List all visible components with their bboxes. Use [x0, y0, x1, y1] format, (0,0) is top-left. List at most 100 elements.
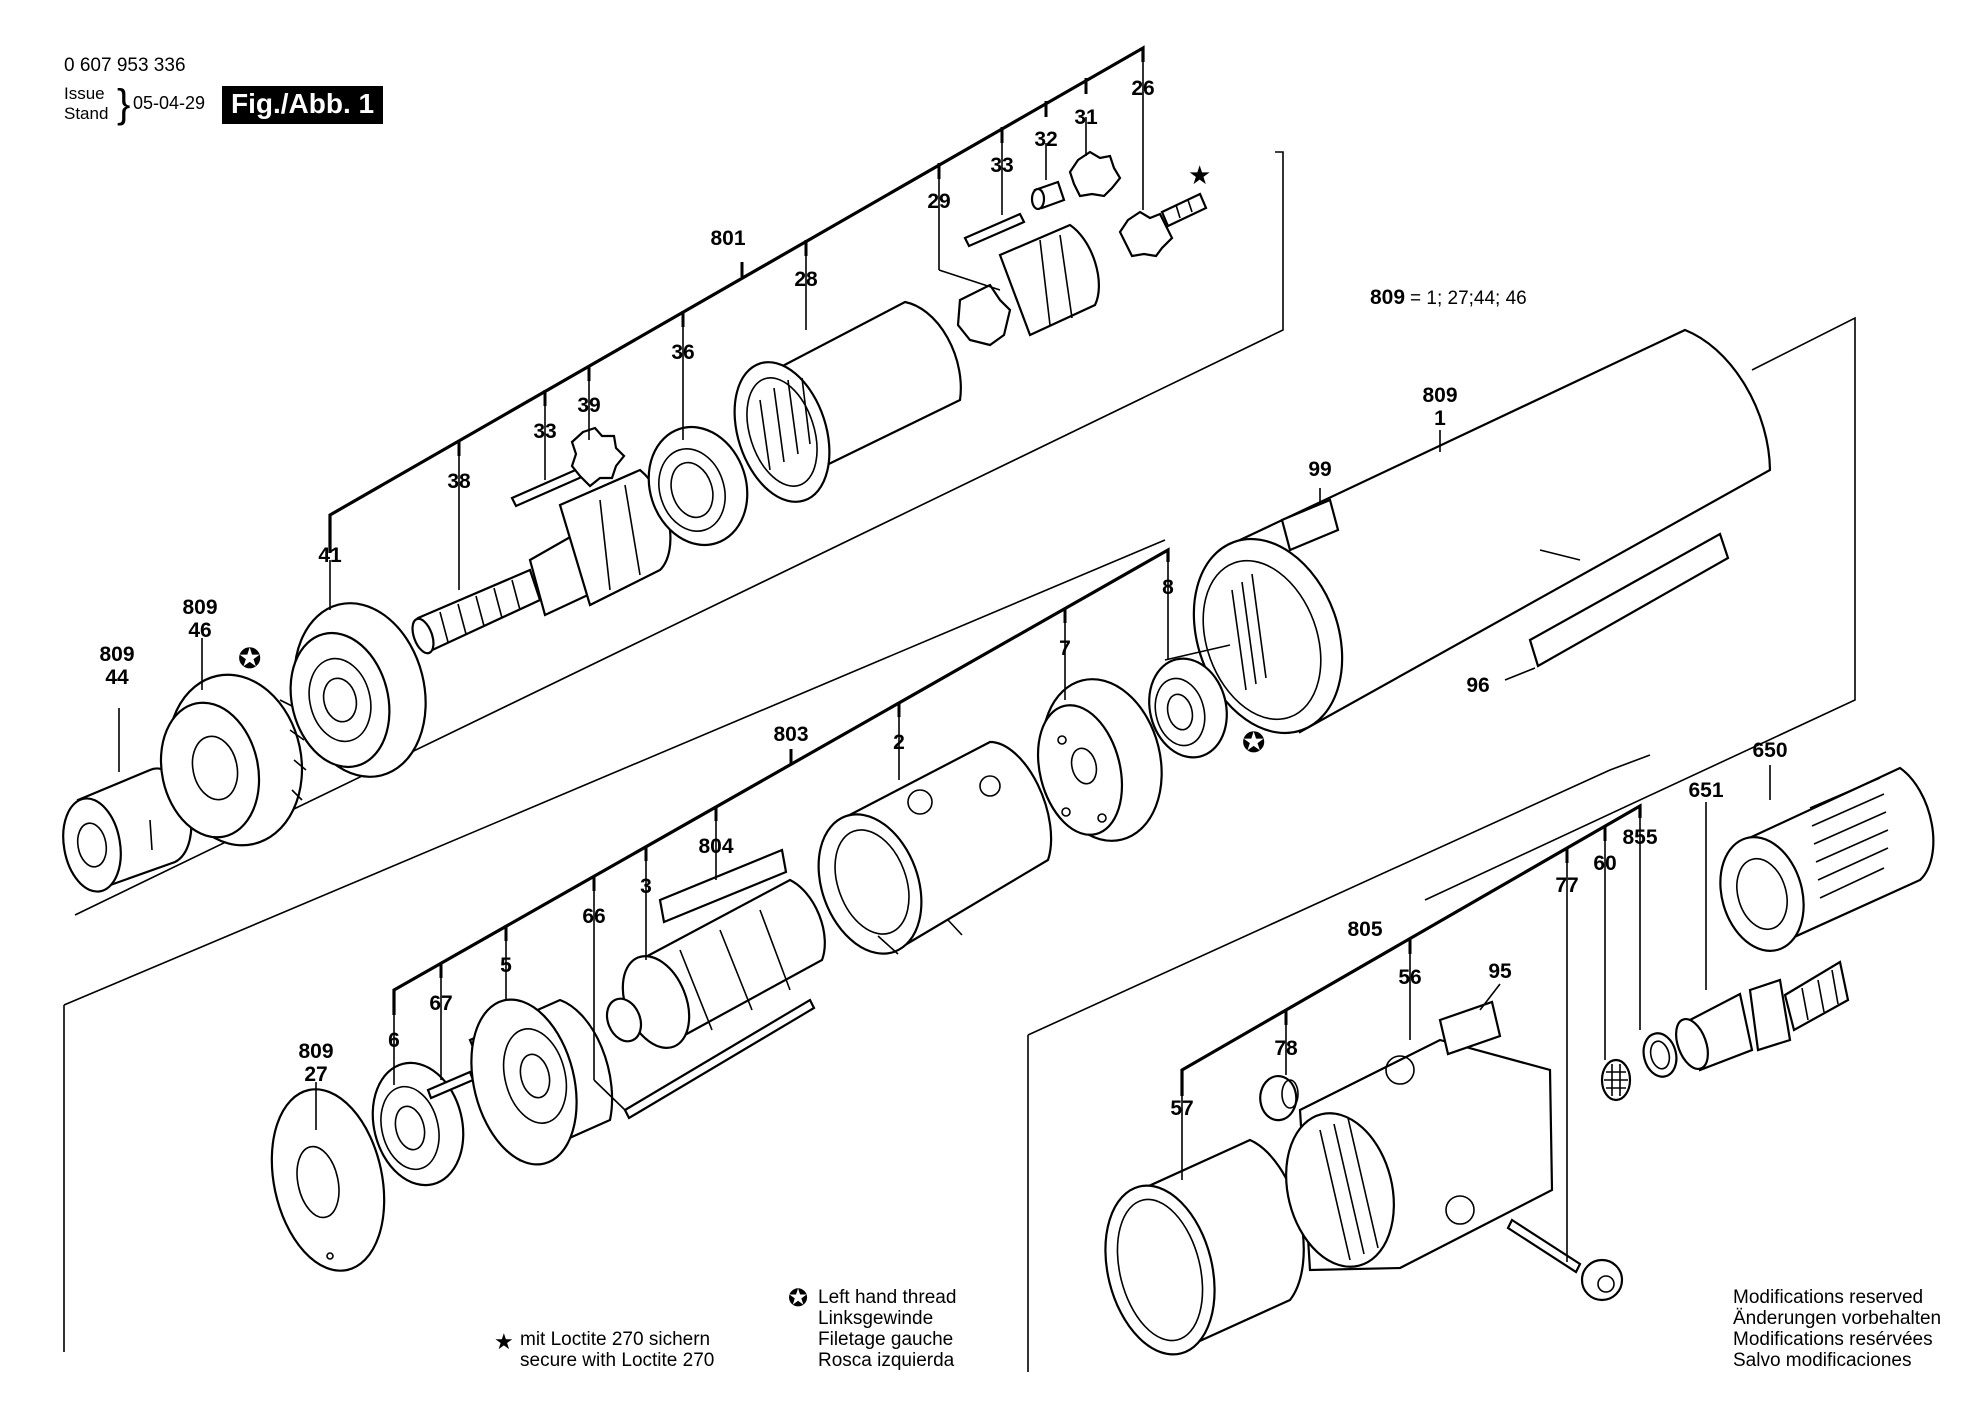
- legend-thread-line4: Rosca izquierda: [818, 1350, 955, 1371]
- label-804: 804: [698, 835, 733, 858]
- label-44: 44: [105, 666, 129, 689]
- issue-stand-label: Issue Stand: [64, 84, 108, 124]
- legend-modifications: Modifications reserved Änderungen vorbeh…: [1733, 1287, 1941, 1371]
- label-99: 99: [1308, 458, 1331, 481]
- legend-thread-line1: Left hand thread: [818, 1287, 956, 1308]
- part-651-hose-nipple: [1675, 960, 1850, 1072]
- part-66-pin: [623, 998, 816, 1120]
- label-67: 67: [429, 992, 452, 1015]
- doc-number: 0 607 953 336: [64, 55, 186, 76]
- label-39: 39: [577, 394, 600, 417]
- part-7-end-plate: [1036, 678, 1163, 842]
- label-650: 650: [1752, 739, 1787, 762]
- label-96: 96: [1466, 674, 1489, 697]
- part-2-cylinder: [817, 740, 1053, 955]
- part-60-filter: [1600, 1058, 1632, 1102]
- stand-label: Stand: [64, 104, 109, 123]
- label-5: 5: [500, 954, 512, 977]
- label-33a: 33: [990, 154, 1013, 177]
- modifications-line1: Modifications reserved: [1733, 1287, 1923, 1308]
- panel-805-outline: [1027, 754, 1651, 1372]
- label-3: 3: [640, 875, 652, 898]
- kit-note: 809 = 1; 27;44; 46: [1370, 286, 1527, 309]
- drawing-symbols: ★ ✪ ✪: [238, 161, 1265, 759]
- part-38-rotor-shaft: [411, 468, 672, 655]
- label-33b: 33: [533, 420, 556, 443]
- panel-803-outline: [63, 539, 1166, 1352]
- part-36-bearing: [647, 425, 749, 547]
- part-26-pinion-shaft: [1118, 192, 1208, 258]
- kit-note-contents: = 1; 27;44; 46: [1410, 288, 1527, 309]
- left-thread-icon: ✪: [788, 1284, 808, 1312]
- label-95: 95: [1488, 960, 1512, 983]
- left-thread-icon: ✪: [238, 642, 261, 675]
- label-809-kit-27: 809: [298, 1040, 333, 1063]
- part-27-washer: [270, 1088, 386, 1272]
- label-809-kit-44: 809: [99, 643, 134, 666]
- part-855-oring: [1642, 1032, 1678, 1078]
- issue-date: 05-04-29: [133, 93, 206, 113]
- label-26: 26: [1131, 77, 1154, 100]
- bracket-805: [1180, 803, 1642, 1096]
- part-96-label: [1528, 532, 1730, 668]
- label-803: 803: [773, 723, 808, 746]
- brace-icon: }: [117, 82, 131, 126]
- issue-label: Issue: [64, 84, 105, 103]
- label-41: 41: [318, 544, 342, 567]
- part-labels: 801 28 29 33 32 31 26 36 39 33 38 41 809…: [99, 77, 1787, 1120]
- bracket-803: [392, 547, 1170, 1015]
- part-28-cylinder: [733, 300, 962, 503]
- modifications-line4: Salvo modificaciones: [1733, 1350, 1911, 1371]
- label-57: 57: [1170, 1097, 1193, 1120]
- part-5-bearing-plate: [468, 998, 614, 1166]
- label-78: 78: [1274, 1037, 1298, 1060]
- label-801: 801: [710, 227, 745, 250]
- bracket-805-line: [1180, 803, 1642, 1096]
- label-27: 27: [304, 1063, 327, 1086]
- loctite-star-icon: ★: [494, 1330, 514, 1355]
- label-28: 28: [794, 268, 818, 291]
- part-56-head: [1285, 1038, 1554, 1272]
- label-2: 2: [893, 731, 905, 754]
- legend-loctite-line1: mit Loctite 270 sichern: [520, 1329, 710, 1350]
- legend-left-thread: ✪ Left hand thread Linksgewinde Filetage…: [788, 1284, 956, 1371]
- panel-801-outline: [74, 151, 1284, 916]
- label-651: 651: [1688, 779, 1723, 802]
- bracket-803-line: [392, 547, 1170, 1015]
- label-66: 66: [582, 905, 605, 928]
- label-38: 38: [447, 470, 471, 493]
- label-31: 31: [1074, 106, 1098, 129]
- part-31-gear: [1068, 150, 1122, 198]
- label-32: 32: [1034, 128, 1057, 151]
- label-29: 29: [927, 190, 950, 213]
- part-46-threaded-ring: [159, 673, 307, 847]
- part-33a-pin: [963, 212, 1026, 248]
- label-56: 56: [1398, 966, 1421, 989]
- part-804-vane: [658, 848, 788, 924]
- leader-lines: [118, 62, 1771, 1262]
- part-8-bearing: [1148, 657, 1228, 759]
- part-41-bearing-plate: [289, 602, 427, 778]
- bracket-801-line: [328, 45, 1145, 553]
- label-805: 805: [1347, 918, 1382, 941]
- label-809-kit-1: 809: [1422, 384, 1457, 407]
- part-78-plug: [1259, 1075, 1299, 1122]
- bracket-801: [328, 45, 1145, 553]
- label-809-kit-46: 809: [182, 596, 217, 619]
- loctite-star-icon: ★: [1188, 161, 1211, 191]
- part-3-rotor: [605, 878, 826, 1050]
- legend-loctite-line2: secure with Loctite 270: [520, 1350, 714, 1371]
- legend-thread-line3: Filetage gauche: [818, 1329, 953, 1350]
- part-57-ring: [1104, 1138, 1305, 1356]
- label-8: 8: [1162, 576, 1174, 599]
- part-99-label: [1280, 498, 1340, 552]
- legend-thread-line2: Linksgewinde: [818, 1308, 933, 1329]
- part-77-pin: [1506, 1218, 1624, 1302]
- label-7: 7: [1059, 637, 1071, 660]
- modifications-line2: Änderungen vorbehalten: [1733, 1308, 1941, 1329]
- label-855: 855: [1622, 826, 1657, 849]
- panel-809-outline: [1424, 316, 1856, 901]
- part-1-housing: [1192, 328, 1772, 735]
